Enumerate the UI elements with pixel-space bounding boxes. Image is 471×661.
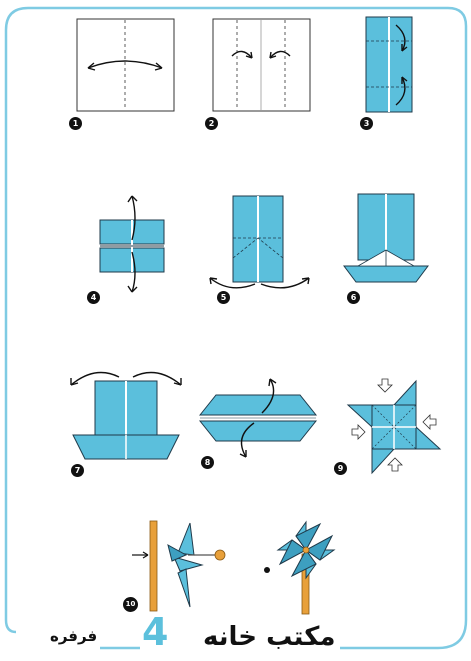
step-number-2: 2	[205, 117, 218, 130]
bullet-dot	[264, 567, 270, 573]
step-number-10: 10	[123, 597, 138, 612]
finished-pinwheel	[258, 510, 358, 620]
page-title: فرفره	[50, 627, 97, 645]
brand-name: مكتب خانه	[203, 622, 335, 652]
step-number-9: 9	[334, 462, 347, 475]
step-number-7: 7	[71, 464, 84, 477]
step-number-8: 8	[201, 456, 214, 469]
step-9-diagram	[338, 375, 448, 485]
step-5-diagram	[205, 190, 315, 295]
step-3-diagram	[360, 15, 420, 115]
brand-number: 4	[142, 612, 168, 652]
step-number-3: 3	[360, 117, 373, 130]
step-2-diagram	[212, 18, 312, 113]
step-1-diagram	[76, 18, 176, 113]
step-4-diagram	[92, 190, 172, 295]
step-number-1: 1	[69, 117, 82, 130]
step-number-6: 6	[347, 291, 360, 304]
step-7-diagram	[65, 365, 190, 470]
step-6-diagram	[340, 190, 440, 290]
step-8-diagram	[196, 375, 321, 465]
step-number-5: 5	[217, 291, 230, 304]
step-10-diagram	[128, 515, 238, 615]
step-number-4: 4	[87, 291, 100, 304]
